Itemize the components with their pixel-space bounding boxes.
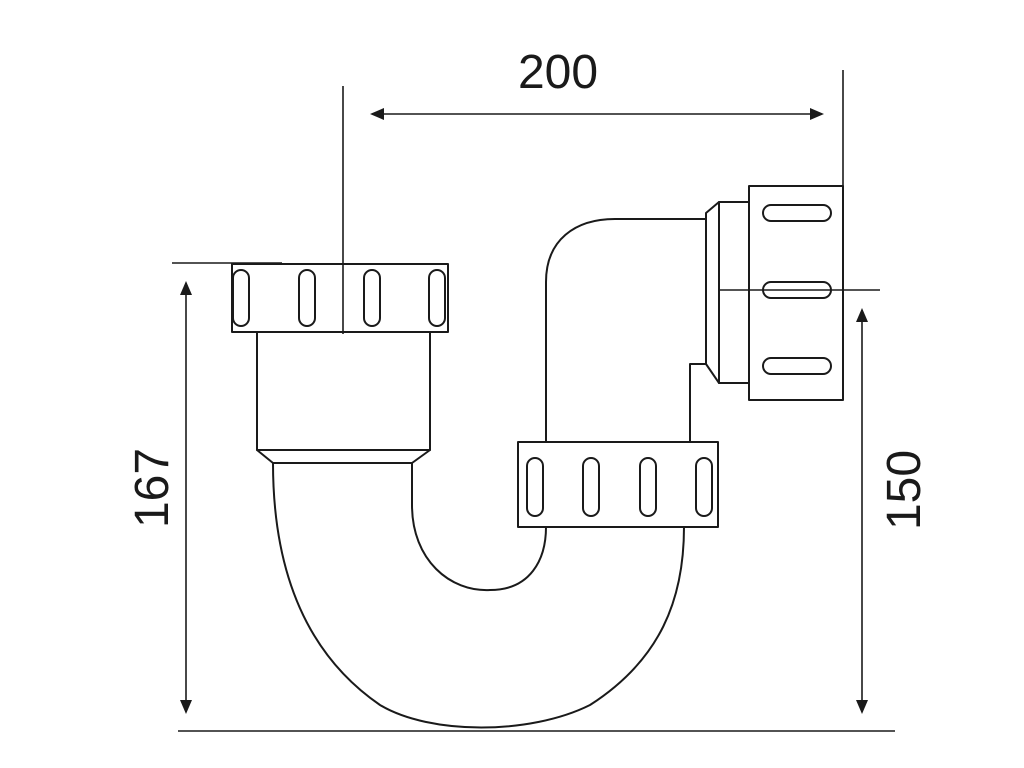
u-bend-inner [411, 462, 547, 592]
arrowhead-down [856, 700, 868, 714]
inlet-nut [231, 263, 449, 333]
left-height-dimension-label: 167 [126, 448, 179, 528]
outlet-bend-outer [545, 218, 707, 443]
arrowhead-down [180, 700, 192, 714]
dimension-height-right: 150 [720, 289, 931, 714]
inlet-nut-slot [363, 269, 381, 327]
dimension-width: 200 [342, 46, 844, 334]
arrowhead-right [810, 108, 824, 120]
arrowhead-up [180, 281, 192, 295]
union-nut-slot [582, 457, 600, 517]
outlet-bend-inner [689, 363, 707, 443]
outlet-nut-slot [762, 357, 832, 375]
right-height-dimension-label: 150 [878, 450, 931, 530]
dimension-height-left: 167 [126, 262, 282, 714]
outlet-nut-slot [762, 204, 832, 222]
inlet-tailpiece [256, 331, 431, 464]
union-nut-slot [639, 457, 657, 517]
union-nut-slot [695, 457, 713, 517]
inlet-nut-slot [428, 269, 446, 327]
arrowhead-left [370, 108, 384, 120]
inlet-nut-slot [232, 269, 250, 327]
arrowhead-up [856, 308, 868, 322]
width-dimension-label: 200 [518, 46, 598, 99]
outlet-collar [705, 201, 750, 384]
outlet-nut [748, 185, 844, 401]
inlet-nut-slot [298, 269, 316, 327]
union-nut-slot [526, 457, 544, 517]
u-bend-outer [272, 462, 685, 729]
union-nut [517, 441, 719, 528]
